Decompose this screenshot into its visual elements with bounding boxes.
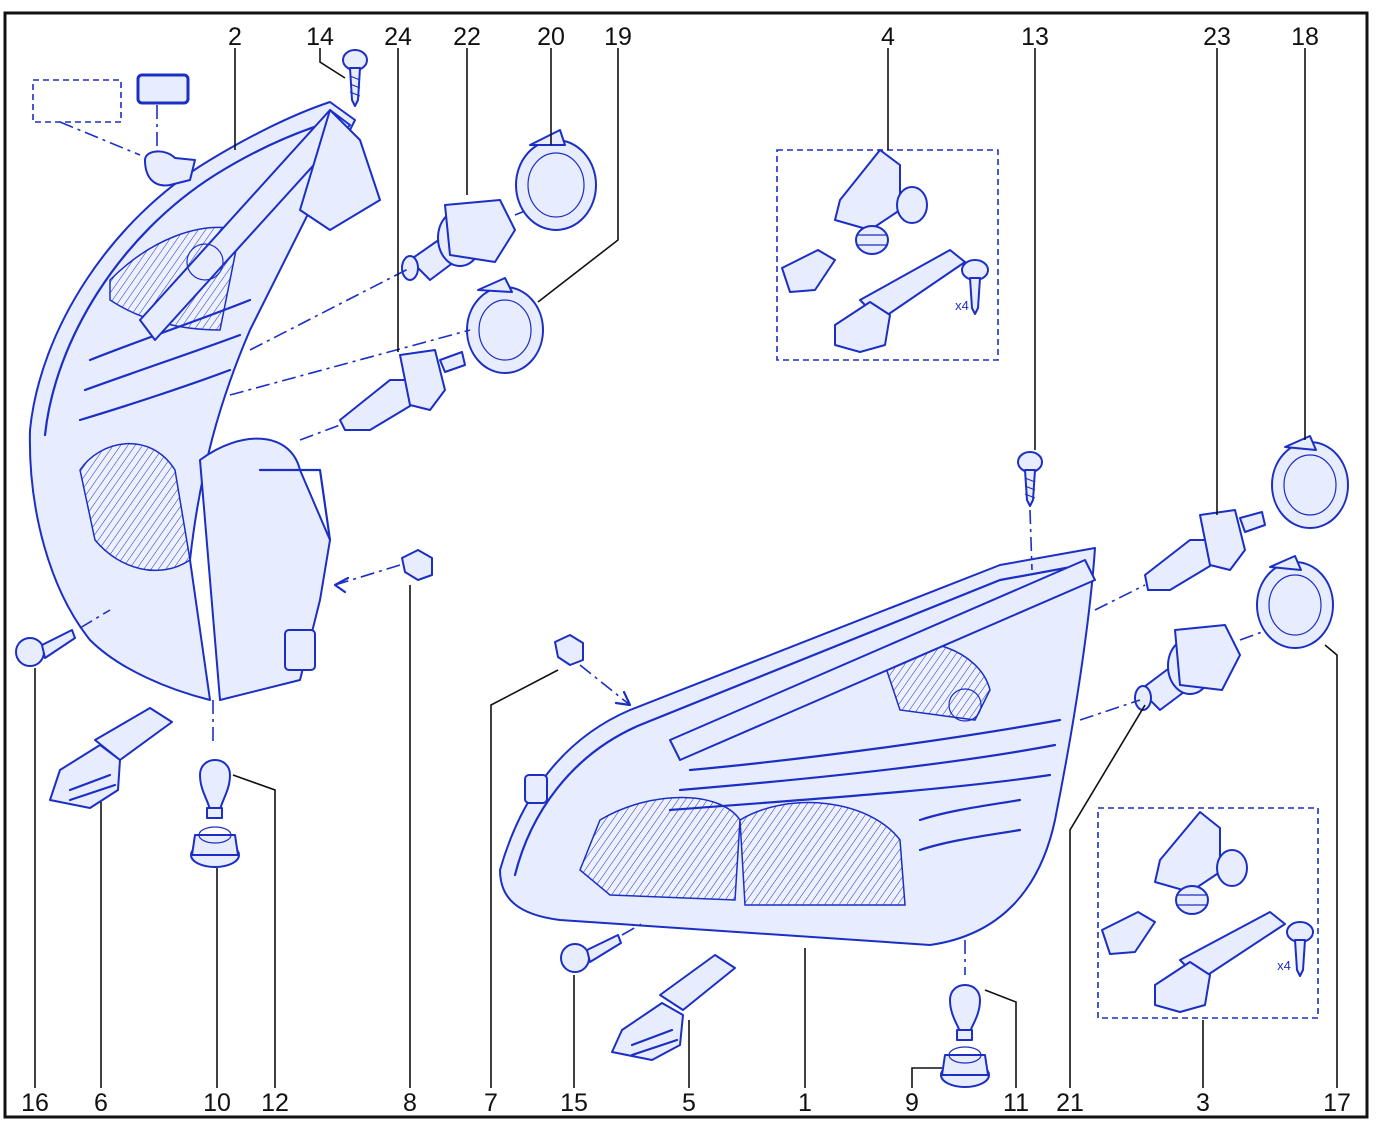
holder-10 (190, 826, 240, 868)
bulb-24 (299, 349, 466, 441)
bracket-5 (611, 954, 736, 1061)
part-label-12: 12 (261, 1089, 289, 1117)
part-label-14: 14 (306, 23, 334, 51)
diagram-frame (3, 11, 1369, 1119)
kit-quantity-label: x4 (955, 298, 969, 313)
clip-8 (333, 549, 433, 594)
part-label-22: 22 (453, 23, 481, 51)
bulb-11 (949, 940, 981, 1041)
screw-15 (560, 921, 646, 973)
part-label-5: 5 (682, 1089, 696, 1117)
part-label-2: 2 (228, 23, 242, 51)
part-label-21: 21 (1056, 1089, 1084, 1117)
part-label-8: 8 (403, 1089, 417, 1117)
part-label-6: 6 (94, 1089, 108, 1117)
part-label-24: 24 (384, 23, 412, 51)
repair-kit-4: x4 (776, 149, 999, 361)
part-label-7: 7 (484, 1089, 498, 1117)
holder-9 (940, 1046, 990, 1088)
cap-18 (1271, 435, 1349, 529)
part-label-4: 4 (881, 23, 895, 51)
part-label-1: 1 (798, 1089, 812, 1117)
axis-line (249, 267, 411, 351)
bulb-12 (199, 700, 231, 819)
bulb-23 (1094, 509, 1266, 611)
cap-20 (515, 129, 597, 231)
cap-19 (466, 277, 544, 374)
labels-bottom: 16 6 10 12 8 7 15 5 1 9 11 21 3 17 (21, 1089, 1351, 1117)
part-label-13: 13 (1021, 23, 1049, 51)
clip-7 (554, 634, 632, 707)
part-label-15: 15 (560, 1089, 588, 1117)
headlamp-right (499, 547, 1096, 946)
part-label-18: 18 (1291, 23, 1319, 51)
part-label-9: 9 (905, 1089, 919, 1117)
part-label-16: 16 (21, 1089, 49, 1117)
screw-13 (1017, 451, 1043, 571)
leader-lines (34, 48, 1338, 1088)
kit-quantity-label: x4 (1277, 958, 1291, 973)
repair-kit-3: x4 (1097, 807, 1319, 1019)
part-label-3: 3 (1196, 1089, 1210, 1117)
part-label-11: 11 (1003, 1089, 1029, 1117)
bulb-22 (401, 199, 541, 281)
screw-16 (15, 609, 111, 667)
bracket-6 (49, 707, 173, 809)
side-bulb-top-left (32, 73, 196, 187)
headlamp-left (28, 101, 381, 701)
part-label-23: 23 (1203, 23, 1231, 51)
part-label-10: 10 (203, 1089, 231, 1117)
part-label-17: 17 (1323, 1089, 1351, 1117)
screw-14 (342, 49, 368, 107)
labels-top: 2 14 24 22 20 19 4 13 23 18 (228, 23, 1319, 51)
part-label-20: 20 (537, 23, 565, 51)
part-label-19: 19 (604, 23, 632, 51)
bulb-21 (1079, 624, 1263, 721)
cap-17 (1256, 555, 1334, 649)
